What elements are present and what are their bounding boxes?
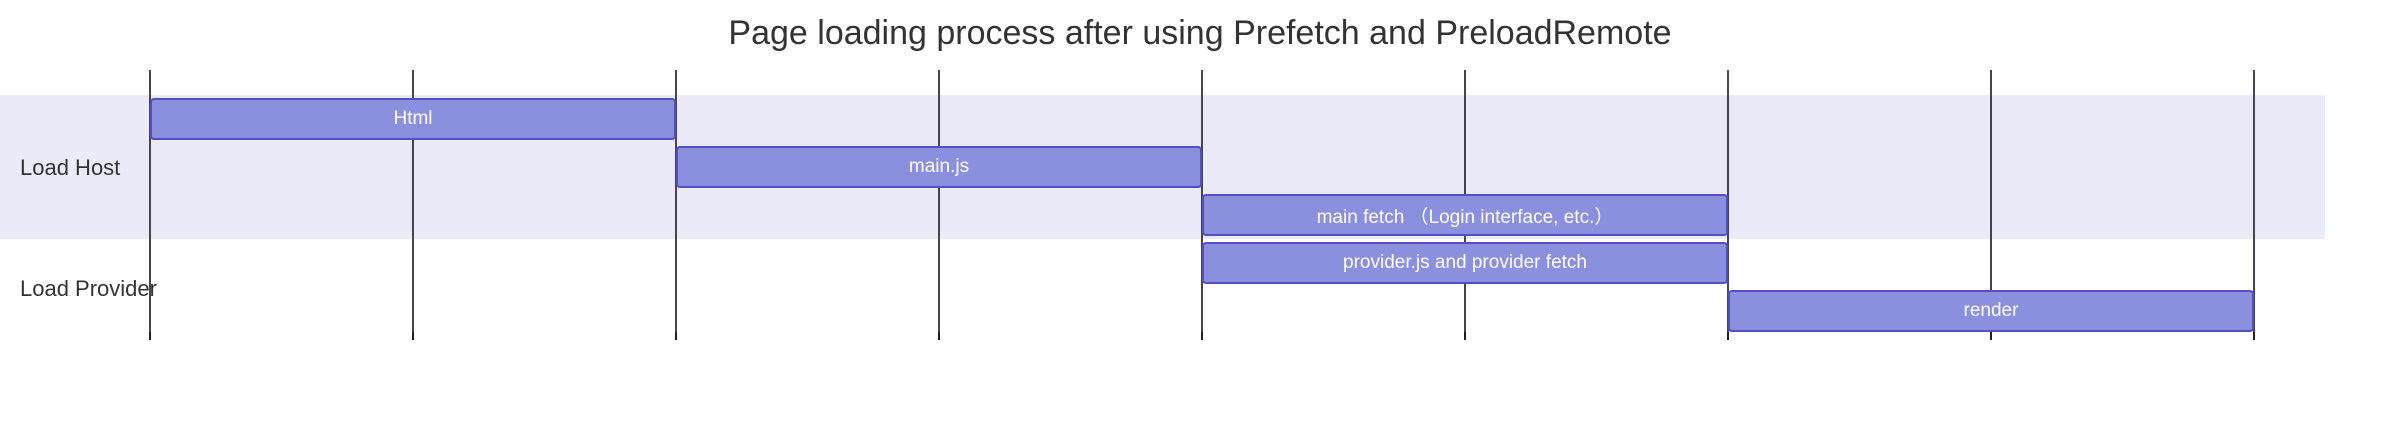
gridline: [412, 70, 414, 340]
section-label-load-host: Load Host: [20, 155, 121, 180]
axis-tick: [675, 332, 677, 340]
axis-tick: [412, 332, 414, 340]
task-bar-main-fetch-login-interface-etc: main fetch （Login interface, etc.）: [1202, 194, 1728, 236]
chart-title: Page loading process after using Prefetc…: [728, 14, 1672, 52]
axis-tick: [149, 332, 151, 340]
axis-tick: [1464, 332, 1466, 340]
task-bar-render: render: [1728, 290, 2254, 332]
gridline: [2253, 70, 2255, 340]
task-bar-html: Html: [150, 98, 676, 140]
gridline: [938, 70, 940, 340]
gridline: [675, 70, 677, 340]
section-label-load-provider: Load Provider: [20, 276, 157, 301]
task-bar-provider-js-and-provider-fetch: provider.js and provider fetch: [1202, 242, 1728, 284]
axis-tick: [2253, 332, 2255, 340]
gridline: [149, 70, 151, 340]
task-bar-main-js: main.js: [676, 146, 1202, 188]
axis-tick: [1990, 332, 1992, 340]
axis-tick: [1727, 332, 1729, 340]
gridline: [1990, 70, 1992, 340]
gridline: [1727, 70, 1729, 340]
axis-tick: [938, 332, 940, 340]
axis-tick: [1201, 332, 1203, 340]
